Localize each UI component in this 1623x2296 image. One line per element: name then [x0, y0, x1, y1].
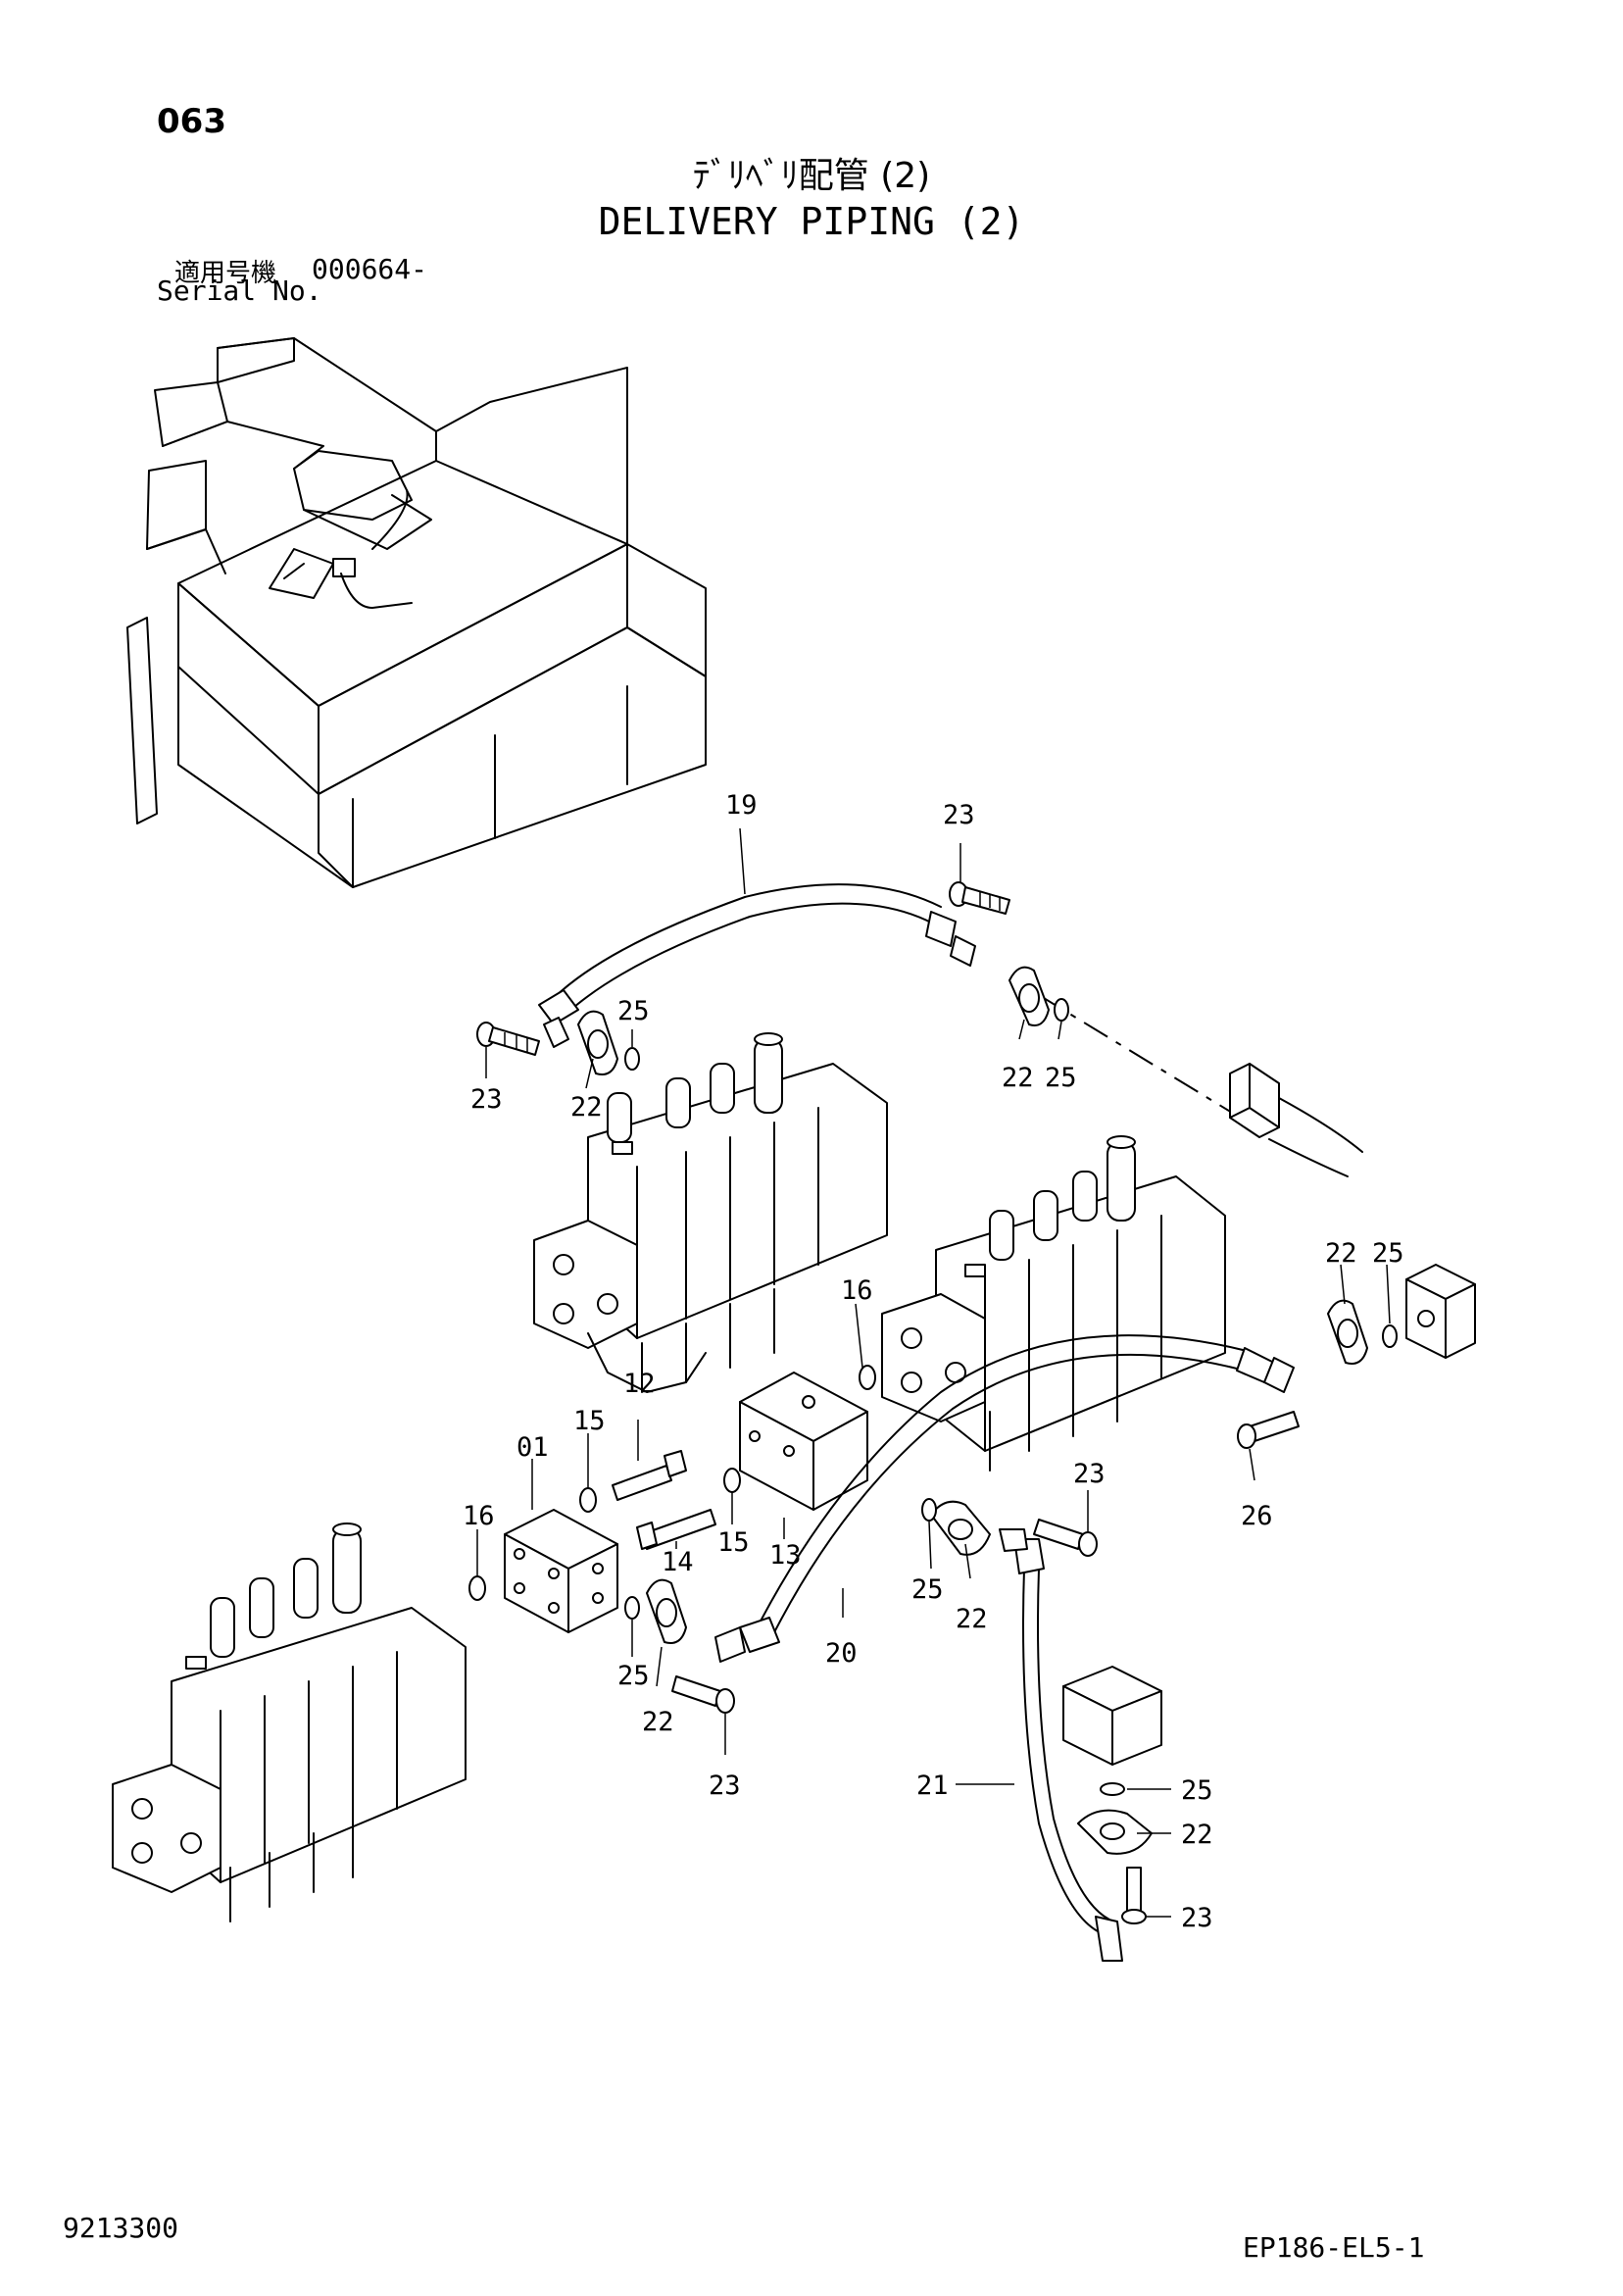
pump-centerline: [1038, 994, 1265, 1133]
bolt-23-top: [949, 881, 1010, 915]
callout-25-right: 25: [1372, 1238, 1404, 1269]
bolt-23-side: [1121, 1867, 1147, 1924]
callout-25-mid: 25: [911, 1574, 944, 1605]
machine-body-illustration: [126, 337, 707, 888]
callout-23-side: 23: [1181, 1903, 1213, 1933]
oring-16-mid: [859, 1365, 876, 1390]
flange-22-top-right: [1008, 966, 1050, 1026]
callout-01: 01: [516, 1432, 549, 1463]
callout-19: 19: [725, 790, 758, 821]
pump-port-block-right: [1405, 1264, 1476, 1359]
flange-22-mid: [646, 1578, 687, 1644]
callout-20: 20: [825, 1638, 858, 1669]
callout-22-mid: 22: [956, 1604, 988, 1634]
bolt-26: [1237, 1411, 1300, 1449]
bolt-23-left: [476, 1022, 540, 1056]
oring-25-top-left: [624, 1047, 640, 1071]
callout-16-left: 16: [463, 1501, 495, 1531]
callout-22-side: 22: [1181, 1820, 1213, 1850]
bolt-12: [612, 1450, 687, 1501]
oring-25-right: [1382, 1324, 1398, 1348]
callout-22-right: 22: [1325, 1238, 1357, 1269]
serial-label-english: Serial No.: [157, 275, 322, 307]
callout-23-low: 23: [709, 1771, 741, 1801]
bolt-23-mid: [1033, 1519, 1098, 1557]
oring-25-side: [1100, 1782, 1125, 1796]
bolt-23-mid-low: [671, 1675, 735, 1714]
callout-26: 26: [1241, 1501, 1273, 1531]
figure-code: EP186-EL5-1: [1243, 2231, 1425, 2264]
callout-22-left: 22: [570, 1092, 603, 1123]
washer-15-left: [579, 1487, 597, 1513]
side-port-block: [1062, 1666, 1162, 1766]
hose-20: [714, 1334, 1295, 1663]
callout-23-left: 23: [470, 1084, 503, 1115]
callout-16-mid: 16: [841, 1275, 873, 1306]
block-13: [739, 1372, 868, 1511]
oring-25-low: [921, 1498, 937, 1522]
page-number: 063: [157, 102, 226, 141]
callout-23-top: 23: [943, 800, 975, 830]
control-valve-upper-left: [533, 1032, 888, 1393]
callout-23-mid: 23: [1073, 1459, 1106, 1489]
hose-19: [538, 883, 976, 1048]
callout-15-mid: 15: [717, 1527, 750, 1558]
callout-25-top-left: 25: [617, 996, 650, 1026]
callout-15-left: 15: [573, 1406, 606, 1436]
callout-leaders: [476, 827, 1391, 1918]
flange-22-right: [1327, 1299, 1368, 1365]
callout-21: 21: [916, 1771, 949, 1801]
washer-15-mid: [723, 1468, 741, 1493]
callout-22-low: 22: [642, 1707, 674, 1737]
document-number: 9213300: [63, 2212, 179, 2244]
pump-port-block: [1229, 1063, 1363, 1177]
title-english: DELIVERY PIPING (2): [598, 200, 1025, 243]
callout-12: 12: [623, 1369, 656, 1399]
serial-number-value: 000664-: [312, 253, 428, 285]
callout-labels: 19 23 25 23 22 22 25 22 25 16 12 15 01 1…: [463, 790, 1404, 1933]
callout-25-side: 25: [1181, 1775, 1213, 1806]
callout-25-low: 25: [617, 1661, 650, 1691]
callout-22-top-right: 22: [1002, 1063, 1034, 1093]
block-01: [504, 1509, 618, 1633]
oring-16-left: [468, 1575, 486, 1601]
oring-25-mid: [624, 1596, 640, 1620]
serial-label-japanese: 適用号機: [174, 259, 277, 288]
callout-25-top-right: 25: [1045, 1063, 1077, 1093]
flange-22-left: [577, 1010, 618, 1075]
control-valve-lower-left: [112, 1522, 467, 1922]
control-valve-upper-right: [881, 1135, 1226, 1472]
callout-14: 14: [662, 1547, 694, 1577]
callout-13: 13: [769, 1540, 802, 1571]
flange-22-side: [1077, 1809, 1153, 1855]
oring-25-top-right: [1054, 998, 1069, 1022]
flange-22-low-mid: [930, 1500, 991, 1556]
bolt-14: [636, 1509, 716, 1550]
hose-21: [999, 1528, 1123, 1962]
title-japanese: ﾃﾞﾘﾍﾞﾘ配管 (2): [692, 156, 931, 196]
